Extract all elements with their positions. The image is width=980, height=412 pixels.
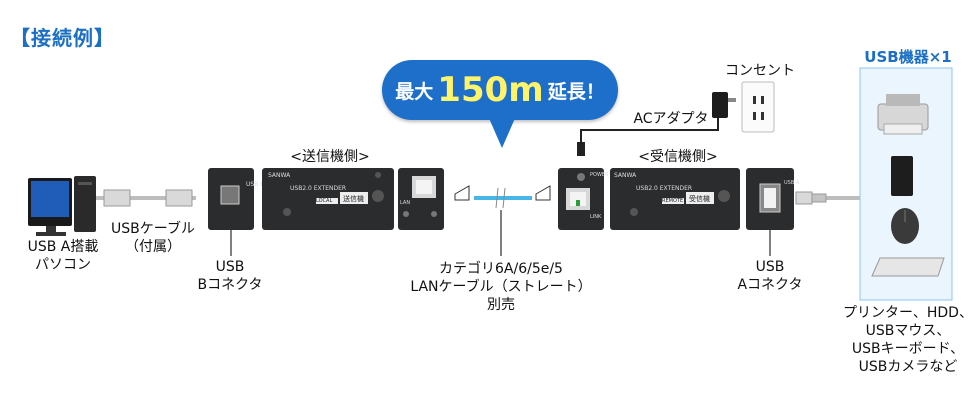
pc-label: USB A搭載 パソコン (27, 239, 99, 273)
sender-side-label: <送信機側> (290, 149, 370, 165)
usb-cable (96, 189, 196, 207)
usb-b-label: USB Bコネクタ (197, 259, 263, 293)
sender-tag: 送信機 (343, 195, 364, 203)
page-title: 【接続例】 (10, 26, 115, 50)
sender-end-panel (208, 168, 254, 256)
usb-devices-title: USB機器×1 (864, 48, 952, 66)
ac-adapter-label: ACアダプタ (633, 111, 709, 127)
lan-cable-label: カテゴリ6A/6/5e/5 LANケーブル（ストレート） 別売 (410, 261, 592, 313)
callout-text: 最大 150m 延長！ (382, 60, 618, 120)
sender-unit (262, 168, 394, 230)
callout-tail (488, 116, 516, 148)
port-a-label: USB A (784, 180, 800, 186)
receiver-brand: SANWA (614, 172, 637, 179)
ac-adapter-wiring (577, 92, 736, 156)
receiver-lan-panel (558, 168, 604, 230)
receiver-model: USB2.0 EXTENDER (636, 185, 693, 192)
receiver-power-label: POWER (590, 172, 609, 178)
callout-number: 150m (437, 70, 544, 110)
receiver-link-label: LINK (590, 214, 602, 220)
receiver-side-label: <受信機側> (638, 149, 718, 165)
printer-icon (877, 94, 929, 135)
sender-lan-panel (398, 168, 444, 230)
port-b-label: USB B (246, 181, 264, 188)
usb-device-cable (795, 191, 860, 205)
usb-a-label: USB Aコネクタ (737, 259, 803, 293)
sender-model: USB2.0 EXTENDER (290, 185, 347, 192)
receiver-end-panel (746, 168, 794, 256)
receiver-mode: REMOTE (662, 198, 684, 204)
receiver-tag: 受信機 (689, 195, 710, 203)
sender-lan-label: LAN (400, 200, 411, 206)
usb-devices-desc: プリンター、HDD、 USBマウス、 USBキーボード、 USBカメラなど (843, 305, 973, 375)
hdd-icon (891, 156, 913, 196)
sender-mode: LOCAL (316, 198, 333, 204)
callout-suffix: 延長！ (547, 80, 605, 103)
distance-callout (382, 60, 618, 120)
outlet-label: コンセント (725, 63, 795, 79)
outlet-icon (741, 81, 775, 133)
mouse-icon (891, 208, 919, 244)
lan-cable (454, 185, 551, 256)
callout-prefix: 最大 (395, 80, 434, 103)
keyboard-icon (871, 257, 945, 277)
receiver-unit (610, 168, 740, 230)
desktop-pc-icon (28, 176, 96, 236)
usb-cable-label: USBケーブル （付属） (111, 221, 195, 255)
sender-brand: SANWA (268, 172, 291, 179)
